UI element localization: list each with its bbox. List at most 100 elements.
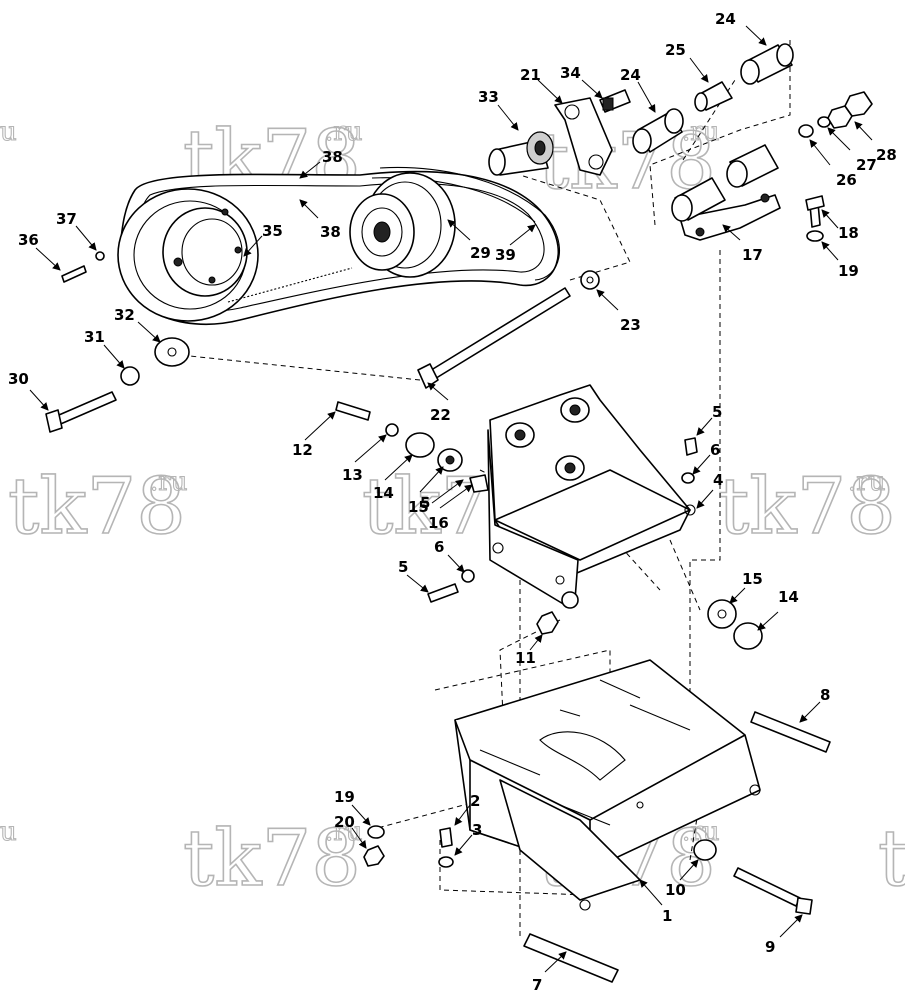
callout-5-center: 5	[420, 479, 464, 512]
watermark-text: tk78	[183, 814, 361, 904]
callout-7: 7	[532, 951, 567, 994]
callout-label: 31	[84, 328, 105, 346]
callout-32: 32	[114, 306, 161, 343]
callout-label: 11	[515, 649, 536, 667]
watermark-suffix: .ru	[325, 817, 362, 847]
watermark-suffix: .ru	[325, 117, 362, 147]
callout-label: 19	[838, 262, 859, 280]
callout-20: 20	[334, 813, 367, 849]
callout-label: 1	[662, 907, 672, 925]
callout-label: 24	[620, 66, 641, 84]
callout-label: 21	[520, 66, 541, 84]
callout-label: 4	[713, 471, 723, 489]
tensioner-assembly	[488, 43, 873, 242]
callout-24-top: 24	[715, 10, 767, 46]
callout-label: 39	[495, 246, 516, 264]
callout-37: 37	[56, 210, 97, 251]
callout-4: 4	[696, 471, 723, 509]
callout-label: 33	[478, 88, 499, 106]
callout-24-center: 24	[620, 66, 656, 113]
callout-label: 18	[838, 224, 859, 242]
callout-label: 36	[18, 231, 39, 249]
callout-label: 23	[620, 316, 641, 334]
callout-label: 6	[434, 538, 444, 556]
callout-17: 17	[722, 224, 763, 264]
callout-label: 35	[262, 222, 283, 240]
callout-6-right: 6	[692, 441, 720, 475]
callout-14-right: 14	[757, 588, 799, 631]
callout-label: 8	[820, 686, 830, 704]
callout-label: 22	[430, 406, 451, 424]
callout-9: 9	[765, 914, 803, 956]
callout-label: 13	[342, 466, 363, 484]
watermark-suffix: .ru	[682, 117, 719, 147]
callout-19-right: 19	[821, 241, 859, 280]
callout-15-right: 15	[729, 570, 763, 604]
callout-1: 1	[639, 879, 672, 925]
callout-label: 26	[836, 171, 857, 189]
base-frame	[363, 659, 831, 983]
callout-19-left: 19	[334, 788, 371, 826]
tensioner-bracket	[679, 194, 781, 241]
callout-label: 6	[710, 441, 720, 459]
callout-label: 37	[56, 210, 77, 228]
watermark-text: tk78	[718, 462, 896, 552]
callout-12: 12	[292, 411, 336, 459]
watermark-edge-right: t	[878, 814, 905, 904]
callout-label: 38	[322, 148, 343, 166]
callout-5-right: 5	[696, 403, 722, 436]
watermark-mid-right: tk78 .ru	[717, 461, 896, 553]
watermark-mid-left: tk78 .ru	[7, 461, 188, 553]
callout-label: 15	[742, 570, 763, 588]
callout-39: 39	[495, 224, 536, 264]
callout-label: 29	[470, 244, 491, 262]
callout-18: 18	[821, 209, 859, 242]
callout-33: 33	[478, 88, 519, 131]
watermark-bottom-left: tk78 .ru	[182, 813, 363, 905]
pulley-fasteners	[45, 251, 190, 433]
callout-2: 2	[454, 792, 480, 826]
callout-label: 30	[8, 370, 29, 388]
callout-3: 3	[454, 821, 482, 856]
callout-13: 13	[342, 434, 387, 484]
callout-35: 35	[243, 222, 283, 257]
callout-label: 20	[334, 813, 355, 831]
watermark-suffix: .ru	[848, 467, 885, 497]
callout-label: 16	[428, 514, 449, 532]
callout-31: 31	[84, 328, 125, 369]
callout-28: 28	[854, 121, 897, 164]
callout-label: 14	[778, 588, 799, 606]
callout-label: 5	[398, 558, 408, 576]
callout-30: 30	[8, 370, 49, 411]
callout-34: 34	[560, 64, 603, 99]
callout-label: 28	[876, 146, 897, 164]
callout-label: 34	[560, 64, 581, 82]
callout-label: 12	[292, 441, 313, 459]
watermark-edge-left: u	[0, 817, 17, 847]
callout-label: 14	[373, 484, 394, 502]
callout-21: 21	[520, 66, 563, 104]
callout-36: 36	[18, 231, 61, 271]
callout-29: 29	[447, 219, 491, 262]
belt-drive-assembly	[117, 167, 561, 325]
watermark-edge-left: u	[0, 117, 17, 147]
callout-label: 17	[742, 246, 763, 264]
callout-15-left: 15	[408, 466, 444, 516]
callout-27: 27	[827, 127, 877, 174]
callout-label: 19	[334, 788, 355, 806]
callout-label: 24	[715, 10, 736, 28]
callout-label: 25	[665, 41, 686, 59]
callout-label: 7	[532, 976, 542, 994]
callout-11: 11	[515, 634, 543, 667]
watermark-text: tk78	[8, 462, 186, 552]
mounting-bracket	[335, 384, 763, 650]
callout-38-top: 38	[299, 148, 343, 179]
callout-label: 27	[856, 156, 877, 174]
callout-22: 22	[427, 382, 451, 424]
callout-label: 3	[472, 821, 482, 839]
callout-label: 5	[420, 494, 430, 512]
callout-6-left: 6	[434, 538, 465, 573]
callout-8: 8	[799, 686, 830, 723]
callout-label: 10	[665, 881, 686, 899]
